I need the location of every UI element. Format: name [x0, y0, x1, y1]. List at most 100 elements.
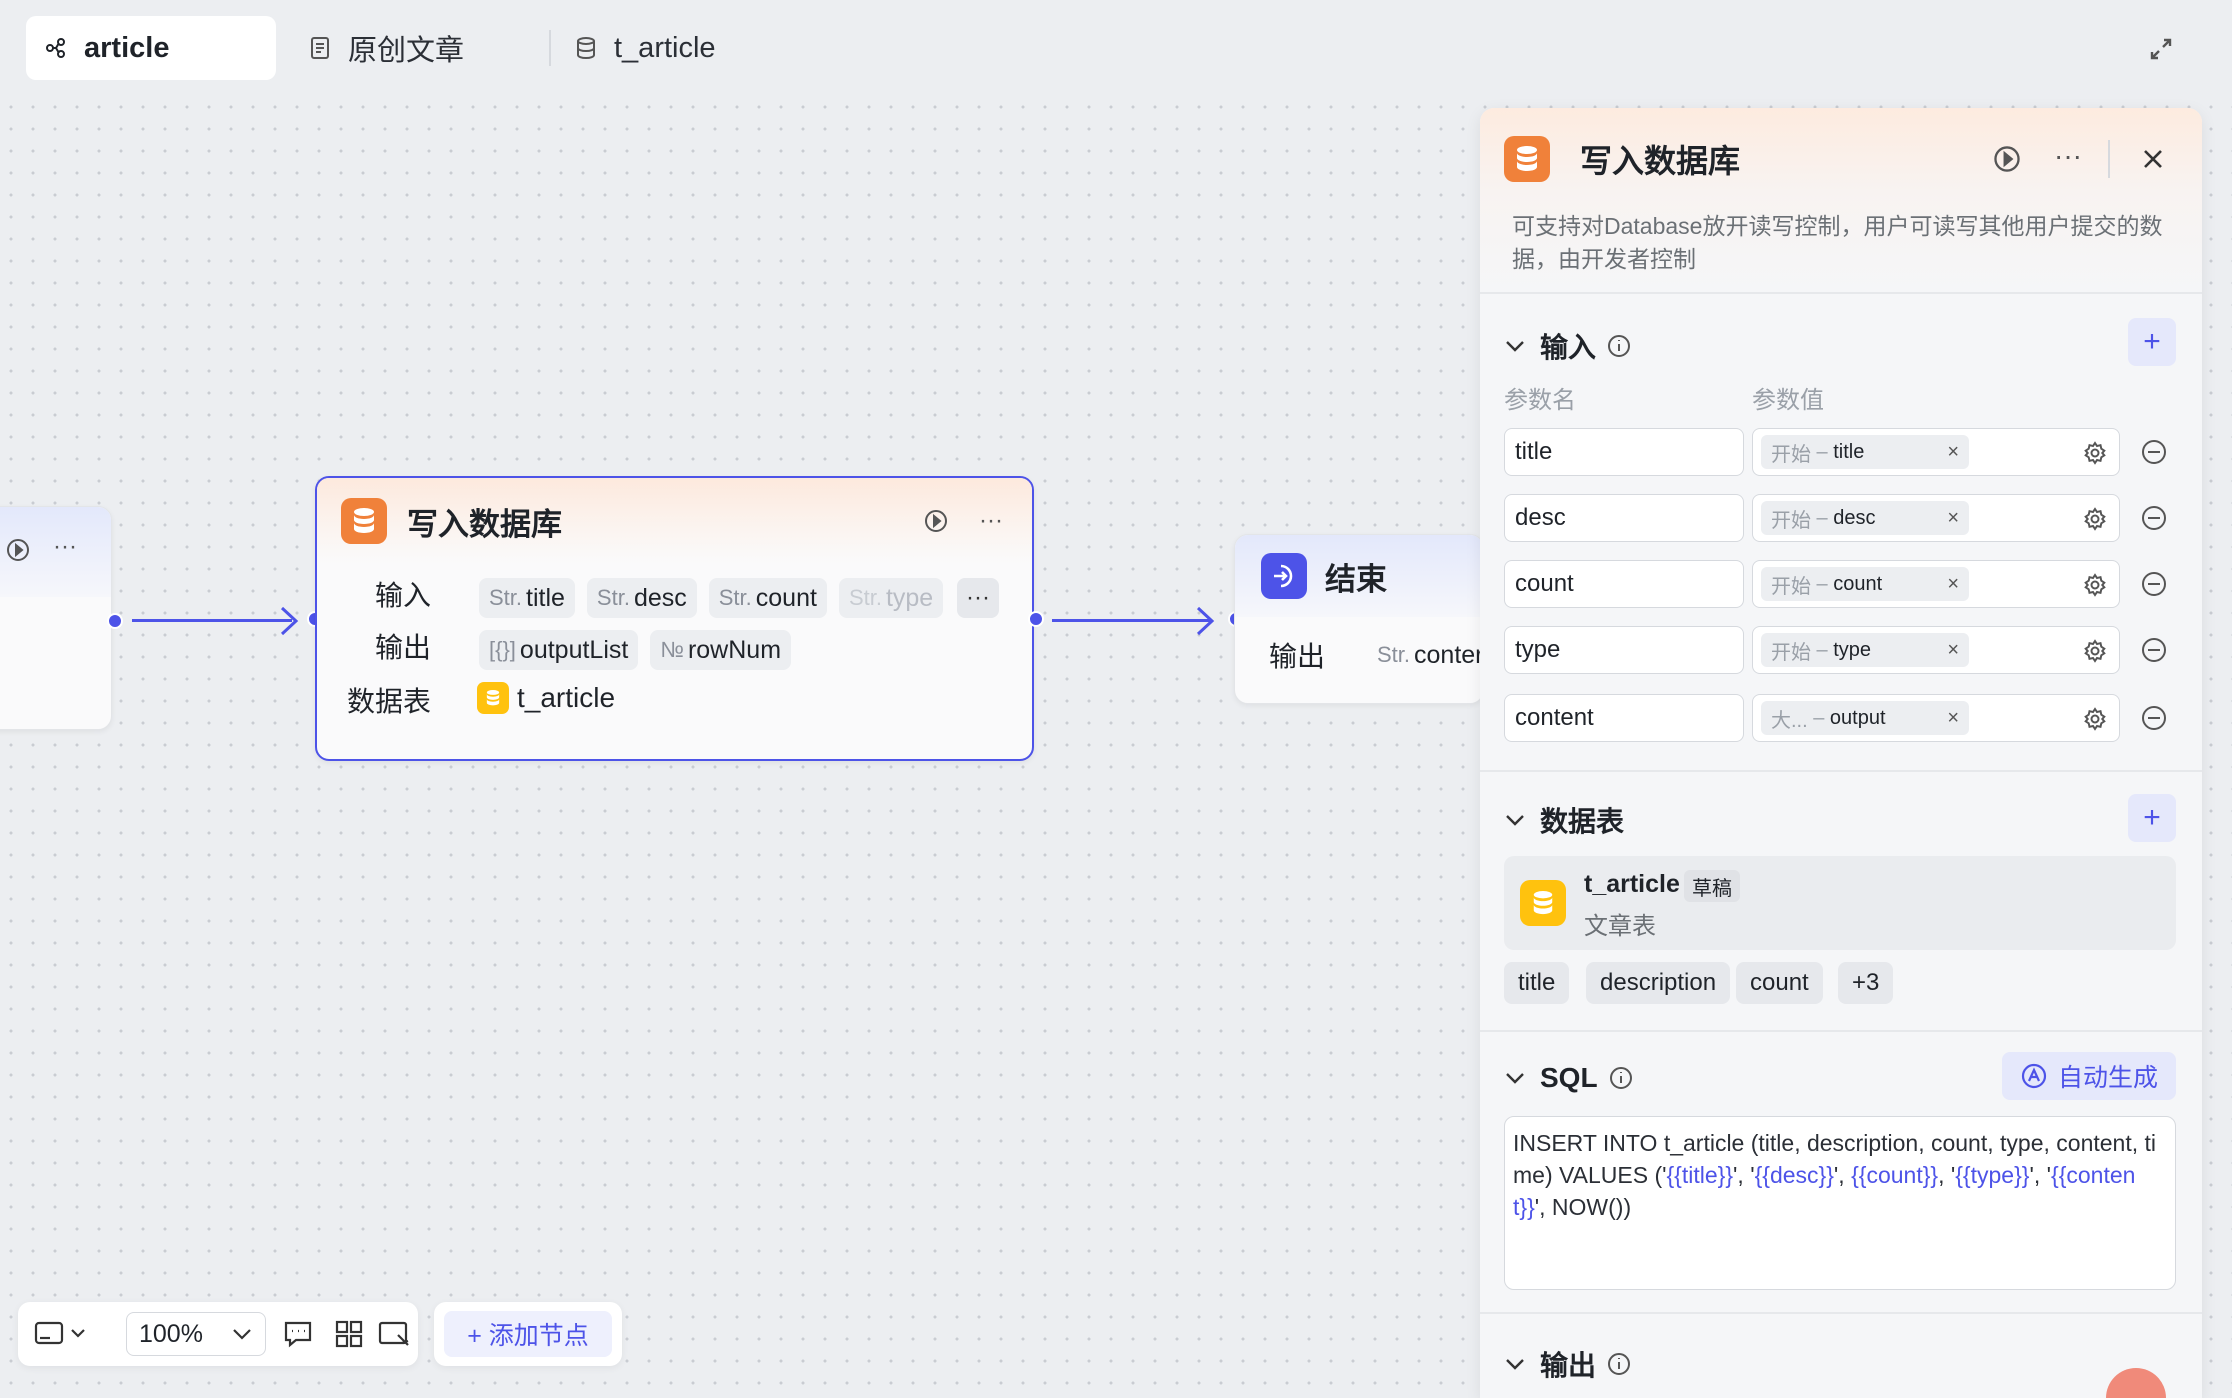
col-header-name: 参数名: [1504, 387, 1576, 414]
close-icon[interactable]: [2140, 146, 2166, 177]
more-inputs-button[interactable]: ···: [957, 578, 999, 618]
output-section-header[interactable]: 输出: [1504, 1344, 1632, 1384]
touchpad-icon: [34, 1321, 64, 1345]
output-chip-outputlist: [{}]outputList: [479, 630, 639, 670]
input-chip-count: Str.count: [708, 578, 827, 618]
run-icon[interactable]: [5, 537, 31, 568]
input-chip-title: Str.title: [479, 578, 575, 618]
arrow-head-icon: [1196, 606, 1215, 636]
table-name: t_article: [517, 682, 616, 713]
more-icon[interactable]: ···: [2054, 140, 2082, 171]
tab-divider: [549, 30, 551, 66]
zoom-select[interactable]: 100%: [126, 1312, 266, 1356]
remove-ref-icon[interactable]: ×: [1947, 706, 1959, 729]
sql-editor[interactable]: INSERT INTO t_article (title, descriptio…: [1504, 1116, 2176, 1290]
remove-ref-icon[interactable]: ×: [1947, 506, 1959, 529]
layout-icon[interactable]: [334, 1319, 364, 1354]
start-node[interactable]: ···: [0, 506, 112, 730]
param-name-input[interactable]: desc: [1504, 494, 1744, 542]
write-database-node[interactable]: 写入数据库 ··· 输入 Str.title Str.desc Str.coun…: [315, 476, 1034, 761]
run-icon[interactable]: [923, 508, 949, 539]
remove-param-icon[interactable]: [2140, 636, 2168, 664]
end-node[interactable]: 结束 输出 Str.conter: [1234, 534, 1484, 704]
gear-icon[interactable]: [2083, 639, 2107, 663]
chevron-down-icon: [1506, 341, 1524, 352]
add-node-button[interactable]: + 添加节点: [444, 1311, 612, 1357]
start-node-header: ···: [0, 507, 111, 597]
remove-param-icon[interactable]: [2140, 570, 2168, 598]
remove-ref-icon[interactable]: ×: [1947, 638, 1959, 661]
more-icon[interactable]: ···: [53, 533, 77, 560]
section-title: 输出: [1540, 1350, 1597, 1381]
node-header: 写入数据库: [317, 478, 1032, 564]
table-section-header[interactable]: 数据表: [1504, 800, 1624, 840]
input-label: 输入: [375, 580, 432, 611]
section-title: SQL: [1540, 1062, 1598, 1093]
input-section-header[interactable]: 输入: [1504, 326, 1632, 366]
section-divider: [1480, 770, 2202, 772]
param-name-input[interactable]: count: [1504, 560, 1744, 608]
table-icon: [477, 682, 509, 714]
remove-param-icon[interactable]: [2140, 704, 2168, 732]
section-divider: [1480, 1030, 2202, 1032]
db-output-port[interactable]: [1028, 611, 1044, 627]
chevron-down-icon: [1506, 815, 1524, 826]
remove-ref-icon[interactable]: ×: [1947, 440, 1959, 463]
info-icon: [1608, 335, 1631, 357]
end-output-row: 输出: [1269, 635, 1325, 675]
edge-start-to-db: [132, 619, 292, 622]
sql-section-header[interactable]: SQL: [1504, 1062, 1634, 1094]
end-node-header: 结束: [1235, 535, 1483, 617]
database-icon: [341, 498, 387, 544]
chevron-down-icon: [233, 1329, 251, 1340]
param-value-input[interactable]: 大... – output×: [1752, 694, 2120, 742]
panel-description: 可支持对Database放开读写控制，用户可读写其他用户提交的数据，由开发者控制: [1512, 213, 2163, 272]
end-node-title: 结束: [1325, 561, 1387, 597]
gear-icon[interactable]: [2083, 707, 2107, 731]
chevron-down-icon: [1506, 1359, 1524, 1370]
table-card[interactable]: t_article 草稿 文章表: [1504, 856, 2176, 950]
remove-param-icon[interactable]: [2140, 504, 2168, 532]
tab-original-article[interactable]: 原创文章: [306, 16, 464, 80]
input-chip-type: Str.type: [838, 578, 944, 618]
table-label: 数据表: [347, 686, 432, 717]
start-output-port[interactable]: [107, 613, 123, 629]
more-icon[interactable]: ···: [979, 507, 1003, 534]
minimap-icon[interactable]: [378, 1319, 412, 1354]
remove-ref-icon[interactable]: ×: [1947, 572, 1959, 595]
interaction-mode-button[interactable]: [34, 1320, 86, 1346]
tab-t-article[interactable]: t_article: [572, 16, 716, 80]
comment-icon[interactable]: [282, 1319, 314, 1354]
remove-param-icon[interactable]: [2140, 438, 2168, 466]
run-icon[interactable]: [1992, 144, 2022, 179]
chevron-down-icon: [1506, 1073, 1524, 1084]
more-fields-tag[interactable]: +3: [1838, 962, 1894, 1004]
param-name-input[interactable]: title: [1504, 428, 1744, 476]
gear-icon[interactable]: [2083, 573, 2107, 597]
header-divider: [2108, 140, 2110, 178]
node-table-value: t_article: [477, 682, 615, 714]
param-value-input[interactable]: 开始 – desc×: [1752, 494, 2120, 542]
field-tag: title: [1504, 962, 1570, 1004]
param-value-input[interactable]: 开始 – title×: [1752, 428, 2120, 476]
add-table-button[interactable]: +: [2128, 794, 2176, 842]
node-properties-panel: 写入数据库 ··· 可支持对Database放开读写控制，用户可读写其他用户提交…: [1480, 108, 2202, 1398]
param-value-input[interactable]: 开始 – type×: [1752, 626, 2120, 674]
section-title: 数据表: [1540, 806, 1625, 837]
auto-generate-button[interactable]: 自动生成: [2002, 1052, 2176, 1100]
gear-icon[interactable]: [2083, 507, 2107, 531]
panel-header: 写入数据库 ··· 可支持对Database放开读写控制，用户可读写其他用户提交…: [1480, 108, 2202, 294]
expand-icon[interactable]: [2146, 34, 2176, 64]
tab-article[interactable]: article: [26, 16, 276, 80]
ref-chip: 开始 – type×: [1761, 633, 1969, 667]
output-chip-content: Str.conter: [1377, 640, 1484, 669]
gear-icon[interactable]: [2083, 441, 2107, 465]
node-title: 写入数据库: [407, 506, 562, 542]
param-value-input[interactable]: 开始 – count×: [1752, 560, 2120, 608]
node-table-row: 数据表: [347, 680, 431, 720]
add-input-button[interactable]: +: [2128, 318, 2176, 366]
param-name-input[interactable]: type: [1504, 626, 1744, 674]
param-name-input[interactable]: content: [1504, 694, 1744, 742]
